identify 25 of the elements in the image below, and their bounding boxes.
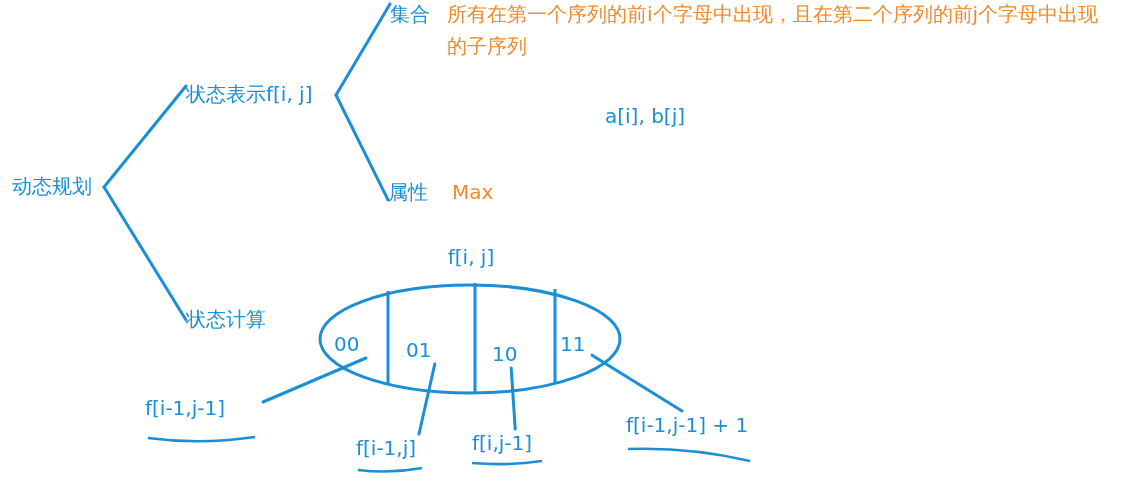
node-text: 状态表示f[i, j] xyxy=(186,82,313,106)
ellipse-segment-label: 01 xyxy=(406,338,432,362)
leader-line xyxy=(261,356,368,404)
ellipse-segment-label: 11 xyxy=(560,332,586,356)
node-text: 属性 xyxy=(388,180,428,204)
ellipse-segment-label: 00 xyxy=(334,332,360,356)
formula-text: f[i-1,j-1] + 1 xyxy=(626,413,749,437)
leader-line xyxy=(509,366,517,431)
node-text: 状态计算 xyxy=(186,307,266,331)
formula-text: f[i-1,j] xyxy=(356,436,417,460)
node-text: 动态规划 xyxy=(12,174,92,198)
bracket-line xyxy=(334,93,390,202)
ellipse-heading: f[i, j] xyxy=(447,245,495,269)
ellipse-segment-label: 10 xyxy=(492,342,518,366)
formula-text: f[i-1,j-1] xyxy=(145,396,225,420)
bracket-line xyxy=(102,185,188,322)
bracket-line xyxy=(334,2,392,97)
value-text: Max xyxy=(452,179,495,206)
leader-line xyxy=(590,353,684,413)
bracket-line xyxy=(102,84,188,189)
description-text: 所有在第一个序列的前i个字母中出现，且在第二个序列的前j个字母中出现的子序列 xyxy=(447,1,1100,60)
formula-text: f[i,j-1] xyxy=(472,431,533,455)
annotation-text: a[i], b[j] xyxy=(605,103,685,130)
leader-line xyxy=(417,362,437,436)
node-text: 集合 xyxy=(390,2,430,26)
